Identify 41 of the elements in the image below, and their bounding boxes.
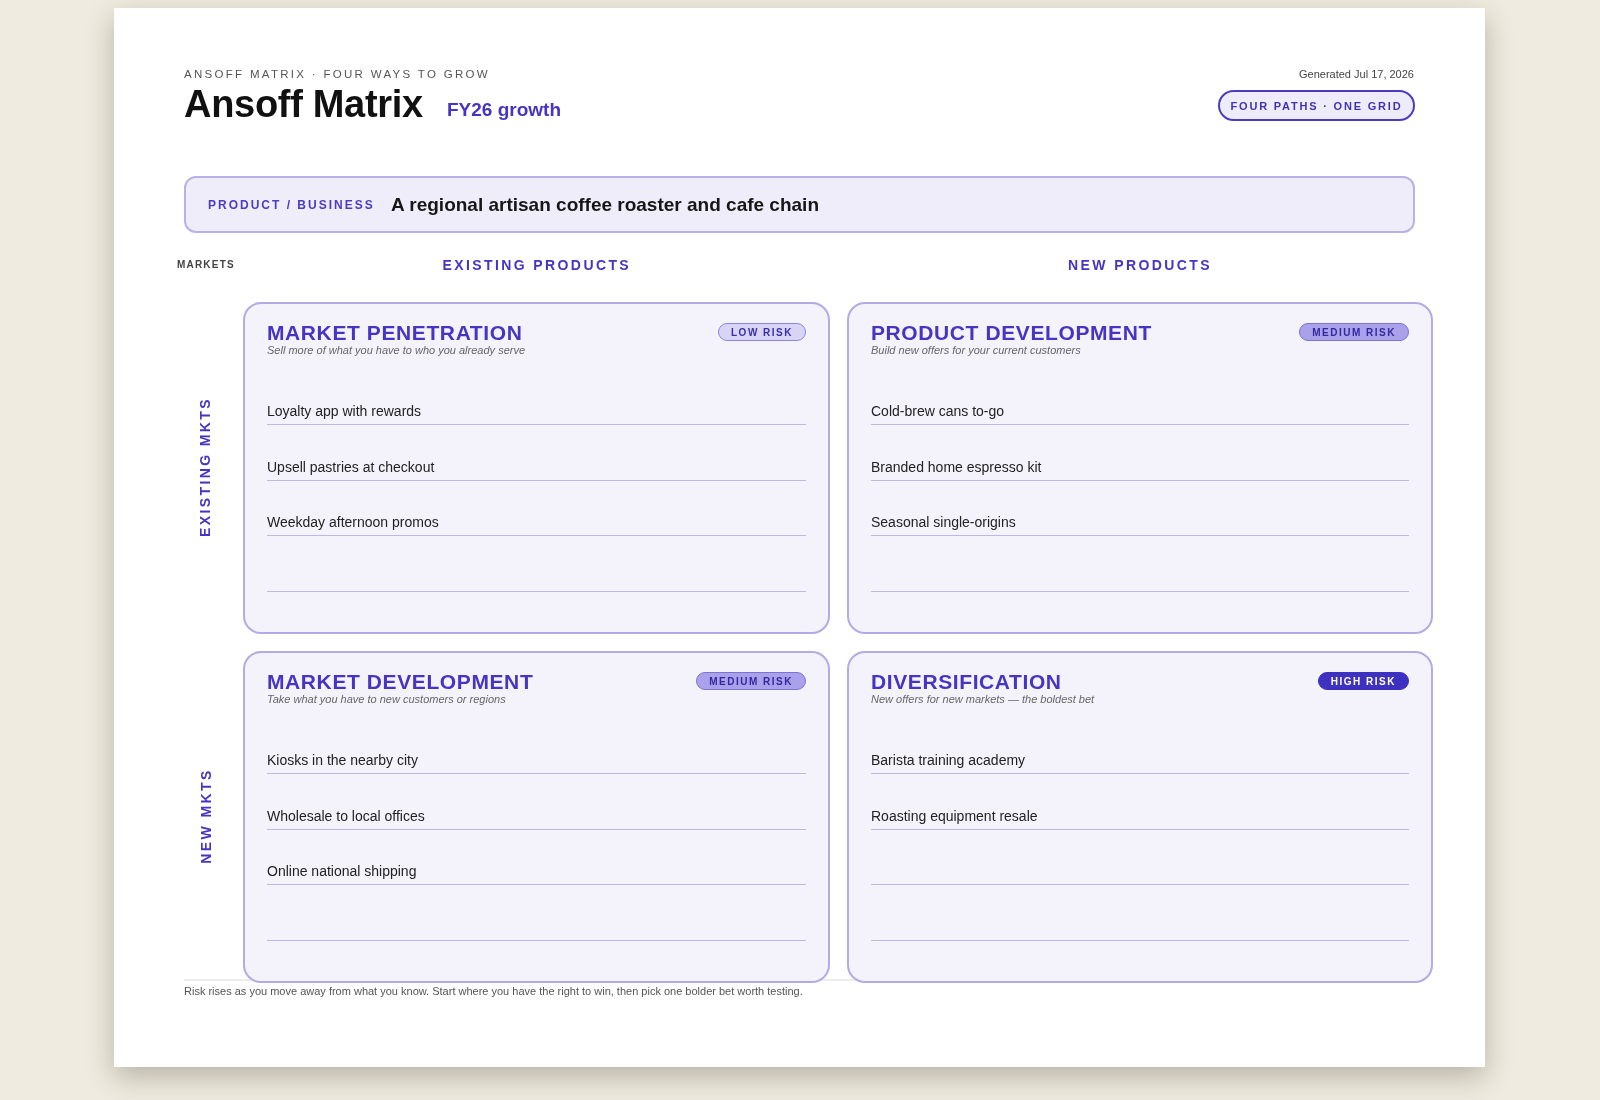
fill-in-line: Branded home espresso kit: [871, 456, 1409, 481]
date-text: Generated Jul 17, 2026: [1299, 68, 1414, 80]
quadrant-title: MARKET PENETRATION: [267, 321, 523, 345]
row-heading: EXISTING MKTS: [197, 396, 214, 538]
business-name: A regional artisan coffee roaster and cafe chain: [391, 193, 819, 216]
fill-in-line: Seasonal single-origins: [871, 512, 1409, 537]
field-label: PRODUCT / BUSINESS: [208, 197, 375, 212]
quadrant-subtitle: Sell more of what you have to who you already serve: [267, 344, 526, 357]
column-heading: EXISTING PRODUCTS: [442, 257, 632, 273]
tagline-badge: FOUR PATHS · ONE GRID: [1218, 90, 1415, 121]
strategy-card: [243, 651, 830, 983]
risk-badge: MEDIUM RISK: [1299, 323, 1409, 341]
quadrant-title: MARKET DEVELOPMENT: [267, 670, 534, 694]
subtitle-text: FY26 growth: [447, 99, 561, 121]
fill-in-line: Cold-brew cans to-go: [871, 401, 1409, 425]
fill-in-line: Online national shipping: [267, 861, 806, 886]
quadrant-title: PRODUCT DEVELOPMENT: [871, 321, 1152, 345]
fill-in-line: Roasting equipment resale: [871, 805, 1409, 830]
strategy-card: [847, 651, 1433, 983]
kicker-text: ANSOFF MATRIX · FOUR WAYS TO GROW: [184, 68, 490, 80]
quadrant-subtitle: New offers for new markets — the boldest bet: [871, 693, 1095, 706]
strategy-card: [847, 302, 1433, 634]
fill-in-line: Kiosks in the nearby city: [267, 750, 806, 774]
axis-label: MARKETS: [177, 259, 235, 270]
column-heading: NEW PRODUCTS: [1068, 257, 1212, 273]
page-title: Ansoff Matrix: [184, 83, 423, 125]
fill-in-line: Weekday afternoon promos: [267, 512, 806, 537]
quadrant-subtitle: Build new offers for your current customers: [871, 344, 1081, 357]
quadrant-title: DIVERSIFICATION: [871, 670, 1062, 694]
fill-in-line: Loyalty app with rewards: [267, 401, 806, 425]
product-panel: [184, 176, 1415, 233]
footer-note: Risk rises as you move away from what you know. Start where you have the right to win, then pick one bolder bet worth testing.: [184, 985, 803, 997]
row-heading: NEW MKTS: [197, 768, 214, 864]
fill-in-line: Barista training academy: [871, 750, 1409, 774]
quadrant-subtitle: Take what you have to new customers or regions: [267, 693, 506, 706]
risk-badge: HIGH RISK: [1317, 672, 1409, 690]
strategy-card: [243, 302, 830, 634]
risk-badge: MEDIUM RISK: [696, 672, 806, 690]
risk-badge: LOW RISK: [718, 323, 806, 341]
fill-in-line: Wholesale to local offices: [267, 805, 806, 830]
fill-in-line: Upsell pastries at checkout: [267, 456, 806, 481]
